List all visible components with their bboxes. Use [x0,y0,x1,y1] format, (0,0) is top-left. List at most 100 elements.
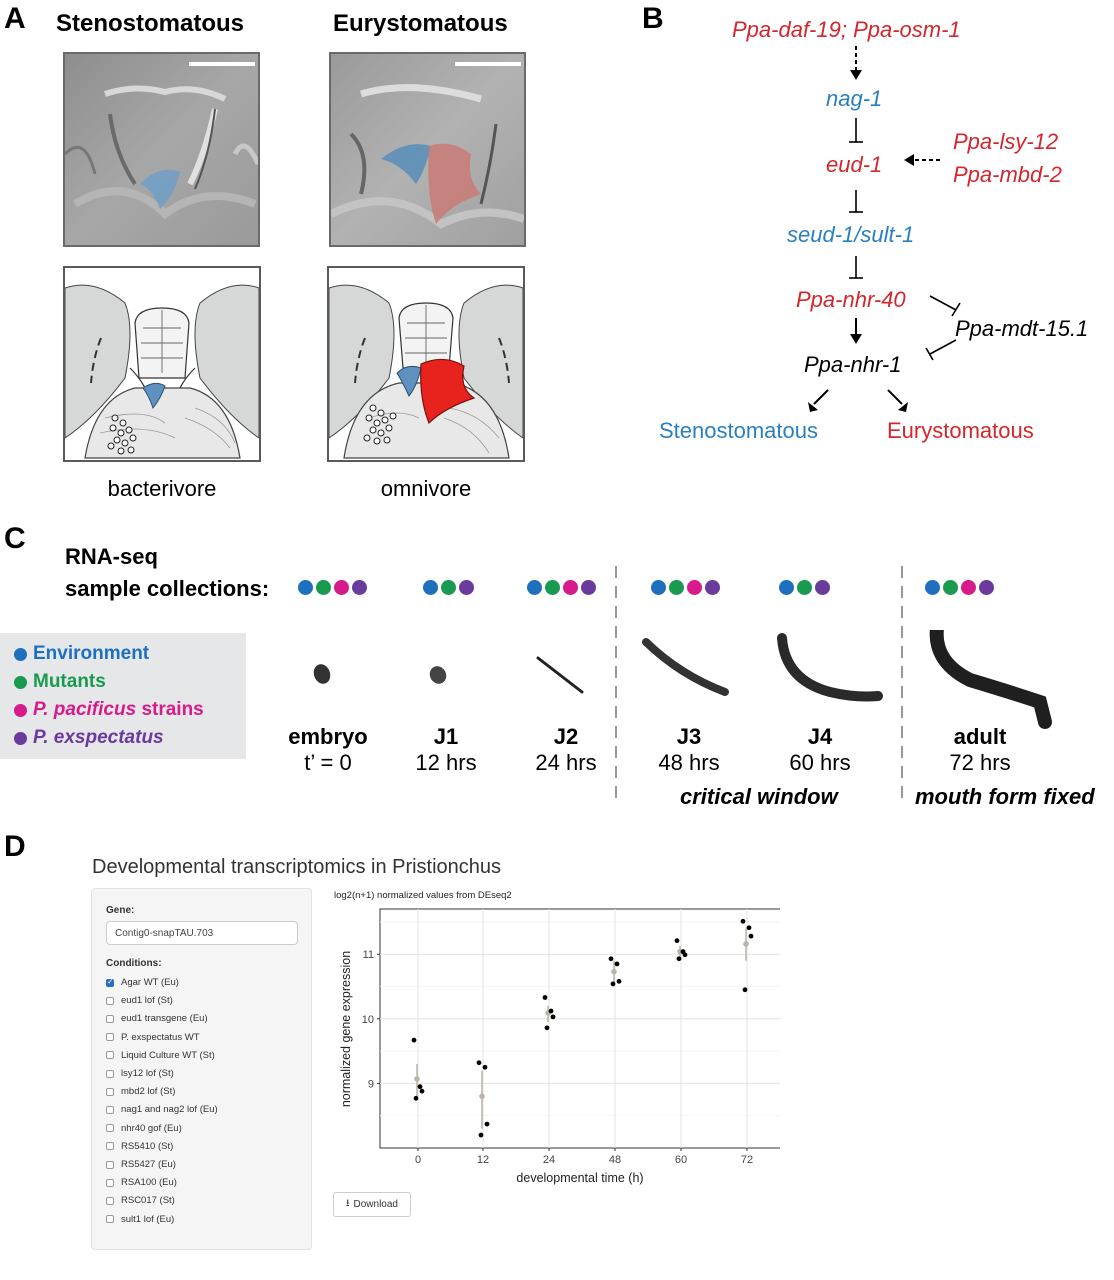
dots-j1 [423,580,477,600]
dot-pacificus [334,580,349,595]
omnivore-caption: omnivore [380,476,472,501]
condition-label: Agar WT (Eu) [121,977,179,988]
condition-checkbox[interactable] [106,1196,114,1205]
condition-checkbox[interactable] [106,996,114,1005]
stage-time: 12 hrs [415,750,477,775]
stage-name: embryo [288,724,368,749]
stage-time: 24 hrs [535,750,597,775]
stage-j1: J1 12 hrs [386,724,506,776]
condition-checkbox-row[interactable]: eud1 lof (St) [106,995,173,1006]
condition-checkbox-row[interactable]: mbd2 lof (St) [106,1086,175,1097]
pathway-arrows [808,46,961,412]
condition-checkbox[interactable] [106,1051,114,1060]
data-point [417,1084,423,1090]
condition-checkbox-row[interactable]: nag1 and nag2 lof (Eu) [106,1104,218,1115]
data-point [616,978,622,984]
condition-label: RSA100 (Eu) [121,1177,177,1189]
data-point [682,952,688,958]
condition-checkbox-row[interactable]: RSA100 (Eu) [106,1177,177,1188]
condition-checkbox-row[interactable]: lsy12 lof (St) [106,1068,174,1079]
legend-label-pacificus-species: P. pacificus [33,699,137,720]
condition-checkbox-row[interactable]: nhr40 gof (Eu) [106,1123,182,1134]
adult-image [929,630,1052,729]
data-point [614,961,620,967]
stage-name: J4 [807,724,833,749]
stage-name: J2 [553,724,579,749]
dot-mutants [441,580,456,595]
stenostomatous-micrograph [63,52,260,247]
data-point [413,1095,419,1101]
data-point [476,1060,482,1066]
condition-checkbox[interactable] [106,1142,114,1151]
data-point [419,1088,425,1094]
condition-checkbox[interactable] [106,1178,114,1187]
condition-checkbox-row[interactable]: sult1 lof (Eu) [106,1214,174,1225]
dot-mutants [545,580,560,595]
condition-label: eud1 lof (St) [121,995,173,1007]
condition-label: RS5410 (St) [121,1140,174,1152]
data-point [484,1121,490,1127]
legend-label-exspectatus: P. exspectatus [33,727,164,748]
condition-checkbox[interactable] [106,1033,114,1042]
download-button[interactable]: ⭳ Download [333,1192,411,1217]
download-icon: ⭳ [346,1198,350,1209]
data-point [550,1014,556,1020]
gene-input[interactable]: Contig0-snapTAU.703 [106,921,298,945]
condition-label: mbd2 lof (St) [121,1086,176,1098]
dot-pacificus [961,580,976,595]
gene-label: Gene: [106,905,135,916]
x-tick-label: 48 [609,1154,621,1166]
x-tick-label: 60 [675,1154,687,1166]
dot-mutants [316,580,331,595]
condition-label: lsy12 lof (St) [121,1068,174,1079]
condition-checkbox-row[interactable]: Agar WT (Eu) [106,977,179,988]
legend-exspectatus: P. exspectatus [14,727,164,749]
node-mbd2: Ppa-mbd-2 [953,162,1062,187]
condition-checkbox[interactable] [106,1105,114,1114]
condition-checkbox-row[interactable]: RS5410 (St) [106,1141,173,1152]
eurystomatous-title: Eurystomatous [333,10,508,37]
stage-name: J1 [433,724,459,749]
condition-checkbox-row[interactable]: RS5427 (Eu) [106,1159,176,1170]
stage-name: J3 [676,724,702,749]
stage-j3: J3 48 hrs [629,724,749,776]
condition-checkbox[interactable] [106,1069,114,1078]
condition-checkbox[interactable] [106,977,114,987]
data-point [478,1132,484,1138]
node-daf19-osm1: Ppa-daf-19; Ppa-osm-1 [732,17,961,42]
panel-a-letter: A [4,2,26,35]
stage-time: 72 hrs [949,750,1011,775]
condition-label: Liquid Culture WT (St) [121,1049,215,1061]
node-eud1: eud-1 [826,152,883,177]
panel-c-letter: C [4,522,26,555]
node-seud1-sult1: seud-1/sult-1 [787,222,915,247]
condition-checkbox[interactable] [106,1124,114,1133]
condition-checkbox-row[interactable]: eud1 transgene (Eu) [106,1013,208,1024]
legend-label-pacificus-strains: strains [141,699,204,720]
y-tick-label: 10 [362,1014,374,1026]
condition-checkbox-row[interactable]: Liquid Culture WT (St) [106,1050,215,1061]
stage-time: 60 hrs [789,750,851,775]
stage-embryo: embryo t’ = 0 [268,724,388,776]
j2-image [536,656,584,694]
critical-window-label: critical window [680,784,838,809]
condition-checkbox[interactable] [106,1215,114,1224]
condition-checkbox-row[interactable]: RSC017 (St) [106,1195,175,1206]
legend-dot-mutants [14,675,27,689]
data-point [610,981,616,987]
bacterivore-caption: bacterivore [107,476,217,501]
dot-environment [651,580,666,595]
condition-checkbox[interactable] [106,1160,114,1169]
dot-exspectatus [352,580,367,595]
condition-checkbox[interactable] [106,1014,114,1023]
stage-time: 48 hrs [658,750,720,775]
condition-checkbox-row[interactable]: P. exspectatus WT [106,1032,200,1043]
data-point [742,987,748,993]
mean-point [611,968,617,975]
x-tick-label: 12 [477,1154,489,1166]
condition-checkbox[interactable] [106,1087,114,1096]
condition-label: eud1 transgene (Eu) [121,1013,208,1025]
dot-environment [298,580,313,595]
dot-environment [423,580,438,595]
data-point [608,956,614,962]
